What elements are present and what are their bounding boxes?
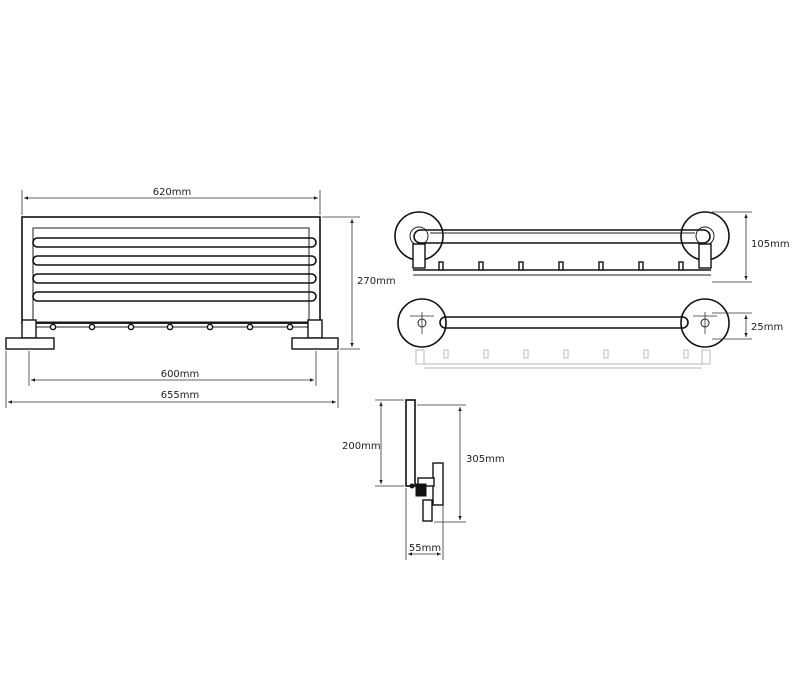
dim-top-rail-gap: 25mm xyxy=(712,312,783,340)
dim-front-height: 270mm xyxy=(322,216,396,350)
dim-label-600: 600mm xyxy=(161,369,200,380)
front-frame-inner xyxy=(32,227,310,323)
side-view: 200mm 305mm 55mm xyxy=(342,399,505,560)
dim-side-depth: 55mm xyxy=(405,488,444,560)
top-view-secondary: 25mm xyxy=(397,298,783,369)
dim-top-depth: 105mm xyxy=(712,211,790,283)
dim-label-55: 55mm xyxy=(409,543,441,554)
dim-label-200: 200mm xyxy=(342,441,381,452)
dim-label-655: 655mm xyxy=(161,390,200,401)
front-left-bracket xyxy=(5,319,55,350)
front-view: 620mm 270mm 600mm 655mm xyxy=(5,187,396,408)
secondary-hook-bar xyxy=(415,349,711,369)
dim-label-25: 25mm xyxy=(751,322,783,333)
dim-side-total-height: 305mm xyxy=(417,404,505,523)
front-right-bracket xyxy=(291,319,339,350)
dim-label-270: 270mm xyxy=(357,276,396,287)
dim-label-105: 105mm xyxy=(751,239,790,250)
dim-front-top-width: 620mm xyxy=(21,187,321,215)
dim-front-inner-width: 600mm xyxy=(28,351,317,386)
dim-label-305: 305mm xyxy=(466,454,505,465)
top-view-hooks xyxy=(438,261,684,271)
dim-label-620: 620mm xyxy=(153,187,192,198)
front-frame-outer xyxy=(21,216,321,324)
front-rods xyxy=(32,237,317,302)
dim-front-total-width: 655mm xyxy=(5,351,339,408)
dim-side-height: 200mm xyxy=(342,399,404,487)
top-view: 105mm xyxy=(394,211,790,283)
front-hooks xyxy=(49,323,294,331)
